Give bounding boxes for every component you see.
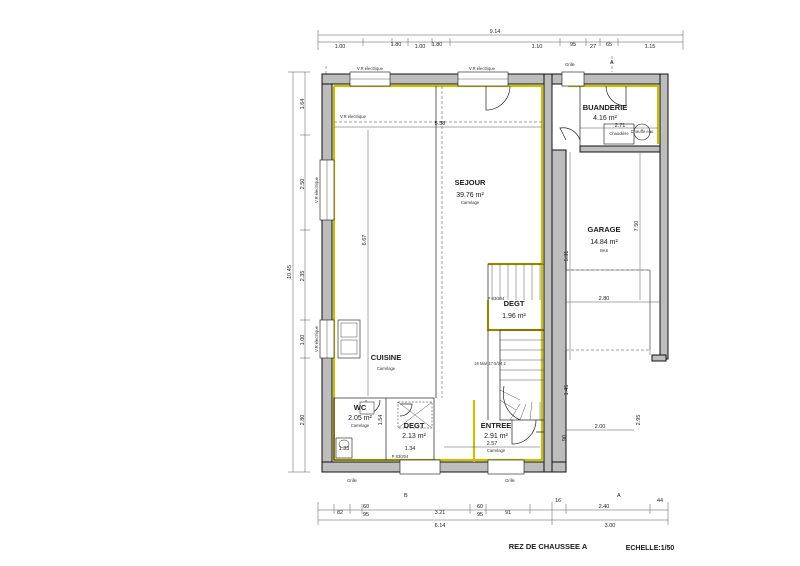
- plan-scale: ECHELLE:1/50: [626, 545, 675, 552]
- label-chauffe-eau: Chauffe eau: [631, 129, 654, 134]
- dim-bottom-4-sub: 95: [477, 512, 483, 518]
- sink-icon: [337, 319, 361, 359]
- dim-left-4: 1.00: [300, 335, 306, 346]
- label-vr-1: V.R électrique: [357, 66, 384, 71]
- room-name-sejour: SEJOUR: [455, 178, 486, 187]
- dim-bottom-2: 60: [363, 504, 369, 510]
- dim-bottom-4: 60: [477, 504, 483, 510]
- dim-buanderie-w: 2.71: [615, 123, 626, 129]
- dim-inner-h: 5.38: [435, 121, 446, 127]
- dim-inner-v: 6.67: [362, 235, 368, 246]
- dim-door-90: 90: [562, 435, 568, 441]
- room-area-garage: 14.84 m²: [590, 239, 618, 246]
- label-stair: 16 Mar 17.5/24.2: [474, 361, 506, 366]
- room-area-sejour: 39.76 m²: [456, 192, 484, 199]
- dim-bottom-1: 82: [337, 510, 343, 516]
- label-grille-2: Grille: [505, 478, 515, 483]
- dim-bottom-2-sub: 95: [363, 512, 369, 518]
- dim-total-top: 9.14: [490, 29, 501, 35]
- label-door-entry: P 83/204: [392, 454, 409, 459]
- room-name-wc: WC: [354, 403, 367, 412]
- windows: [319, 71, 585, 475]
- dim-garage-bottom: 1.45: [564, 385, 570, 396]
- dim-bottom-total-right: 3.00: [605, 523, 616, 529]
- dim-top-3: 1.00: [415, 44, 426, 50]
- dim-door-2: 2.00: [595, 424, 606, 430]
- dim-top-9: 1.15: [645, 44, 656, 50]
- room-name-cuisine: CUISINE: [371, 353, 401, 362]
- dim-entree-w: 2.57: [487, 441, 498, 447]
- dim-garage-h: 7.50: [634, 221, 640, 232]
- dim-garage-right: 2.95: [636, 415, 642, 426]
- dim-top-7: 27: [590, 44, 596, 50]
- label-vr-5: V.R électrique: [340, 114, 367, 119]
- room-floor-entree: Carrelage: [487, 448, 506, 453]
- dim-degt-w: 1.34: [405, 446, 416, 452]
- dim-left-5: 2.80: [300, 415, 306, 426]
- doors: [365, 85, 651, 445]
- room-area-entree: 2.91 m²: [484, 433, 508, 440]
- dim-bottom-total-left: 6.14: [435, 523, 446, 529]
- dim-wc-h: 1.54: [378, 415, 384, 426]
- room-name-buanderie: BUANDERIE: [583, 103, 628, 112]
- room-name-garage: GARAGE: [588, 225, 621, 234]
- room-floor-wc: Carrelage: [351, 423, 370, 428]
- label-vr-4: V.R électrique: [314, 325, 319, 352]
- label-grille-1: Grille: [347, 478, 357, 483]
- top-dimensions: 9.14 1.00 1.80 1.00 1.80 1.10 95 27 65 1…: [317, 29, 684, 50]
- room-labels: SEJOUR 39.76 m² Carrelage CUISINE Carrel…: [348, 103, 627, 453]
- label-grille-3: Grille: [565, 62, 575, 67]
- dim-top-6: 95: [570, 42, 576, 48]
- room-floor-sejour: Carrelage: [461, 200, 480, 205]
- left-dimensions: 10.45 1.64 2.50 2.35 1.00 2.80: [287, 71, 310, 473]
- plan-title: REZ DE CHAUSSEE A: [509, 542, 588, 551]
- room-name-entree: ENTREE: [481, 421, 511, 430]
- room-area-buanderie: 4.16 m²: [593, 115, 617, 122]
- room-floor-garage: Brut: [600, 248, 609, 253]
- label-vr-3: V.R électrique: [314, 176, 319, 203]
- dim-top-4: 1.80: [432, 42, 443, 48]
- dim-top-5: 1.10: [532, 44, 543, 50]
- room-area-degt-entry: 2.13 m²: [402, 433, 426, 440]
- room-name-degt-entry: DEGT: [404, 421, 425, 430]
- fixtures: [335, 123, 651, 459]
- dim-bottom-7: 2.40: [599, 504, 610, 510]
- staircase: [491, 264, 545, 421]
- annotations: V.R électrique V.R électrique V.R électr…: [314, 62, 654, 483]
- dim-top-2: 1.80: [391, 42, 402, 48]
- dim-left-2: 2.50: [300, 179, 306, 190]
- washbasin-icon: [359, 401, 375, 415]
- dim-bottom-3: 3.21: [435, 510, 446, 516]
- dim-garage-w: 2.80: [599, 296, 610, 302]
- exterior-walls: [321, 73, 669, 473]
- label-vr-2: V.R électrique: [469, 66, 496, 71]
- room-area-degt-stair: 1.96 m²: [502, 313, 526, 320]
- dim-left-3: 2.35: [300, 271, 306, 282]
- label-door-stair: P 83/204: [488, 296, 505, 301]
- dim-bottom-5: 91: [505, 510, 511, 516]
- dim-left-1: 1.64: [300, 99, 306, 110]
- dim-bottom-6: 16: [555, 498, 561, 504]
- axis-a-bottom: A: [617, 493, 621, 499]
- interior-partitions: [333, 86, 651, 461]
- dim-top-1: 1.00: [335, 44, 346, 50]
- room-floor-cuisine: Carrelage: [377, 366, 396, 371]
- label-chaudiere: Chaudière: [609, 131, 629, 136]
- dim-bottom-8: 44: [657, 498, 663, 504]
- room-area-wc: 2.05 m²: [348, 415, 372, 422]
- bottom-dimensions: 82 60 95 3.21 60 95 91 16 2.40 44 6.14 3…: [317, 498, 669, 529]
- dim-top-8: 65: [606, 42, 612, 48]
- axis-b-bottom: B: [404, 493, 408, 499]
- interior-dimensions: 5.38 6.67 2.71 2.80 7.50 5.31 1.45 2.95 …: [334, 121, 660, 452]
- dim-left-total: 10.45: [287, 265, 293, 279]
- dim-wc-w: 1.33: [339, 446, 350, 452]
- room-name-degt-stair: DEGT: [504, 299, 525, 308]
- dim-stair-h: 5.31: [564, 251, 570, 262]
